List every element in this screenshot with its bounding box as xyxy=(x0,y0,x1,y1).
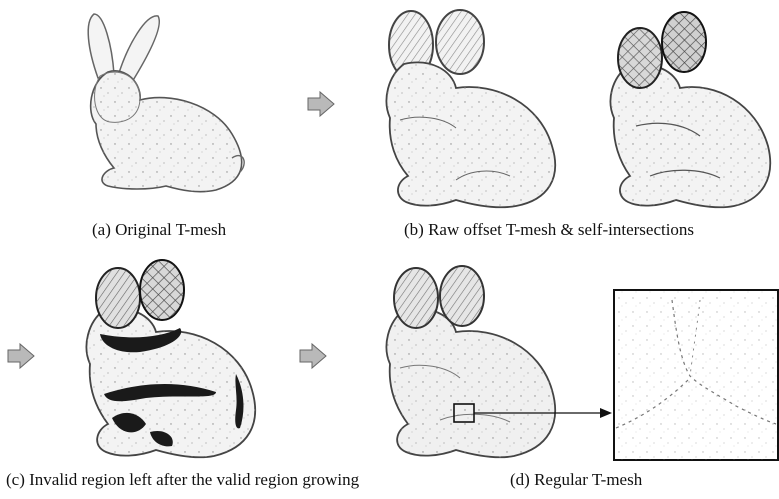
panel-a-bunny xyxy=(88,14,244,192)
panel-b-bunny-offset xyxy=(386,10,555,207)
panel-d-bunny-regular xyxy=(386,266,612,457)
panel-d-zoom-inset xyxy=(614,290,778,460)
caption-d: (d) Regular T-mesh xyxy=(510,470,642,490)
caption-a: (a) Original T-mesh xyxy=(92,220,226,240)
arrow-a-to-b xyxy=(308,92,334,116)
panel-b-bunny-self-intersections xyxy=(610,12,770,207)
caption-c: (c) Invalid region left after the valid … xyxy=(6,470,359,490)
arrow-c-to-d xyxy=(300,344,326,368)
caption-b: (b) Raw offset T-mesh & self-intersectio… xyxy=(404,220,694,240)
panel-c-bunny-invalid-region xyxy=(86,260,255,457)
arrow-to-c xyxy=(8,344,34,368)
